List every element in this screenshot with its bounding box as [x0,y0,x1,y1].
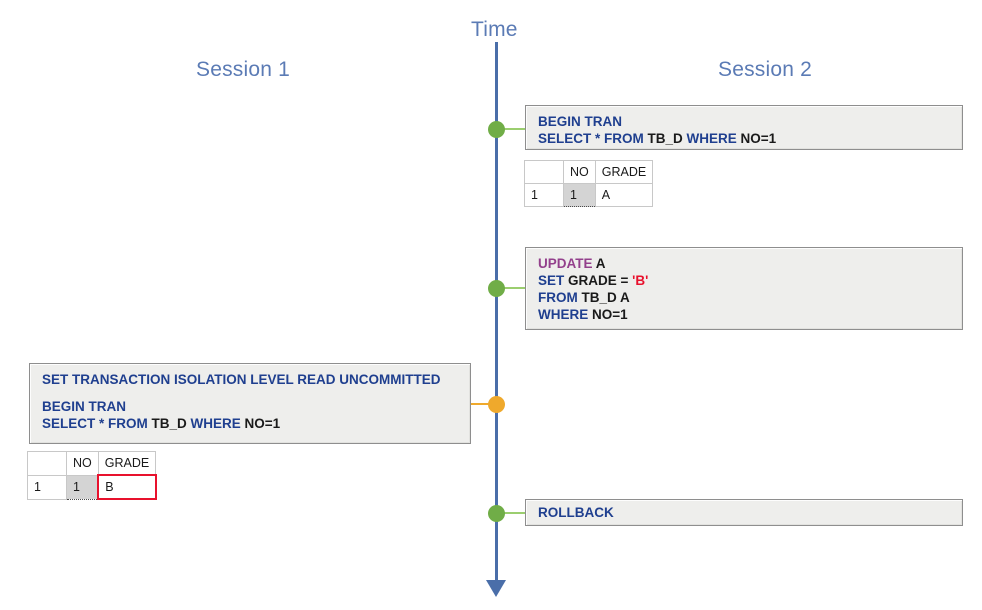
sql-box-session2-step1: BEGIN TRAN SELECT * FROM TB_D WHERE NO=1 [525,105,963,150]
grid-corner [27,451,67,476]
sql-line: SELECT * FROM TB_D WHERE NO=1 [42,416,281,431]
sql-line: SELECT * FROM TB_D WHERE NO=1 [538,131,777,146]
session-1-title: Session 1 [196,58,291,81]
grid-corner [524,160,564,184]
connector-step-4 [503,512,533,514]
sql-line: WHERE NO=1 [538,307,628,322]
session-2-title: Session 2 [718,58,813,81]
sql-box-session2-step4: ROLLBACK [525,499,963,526]
connector-step-2 [503,287,533,289]
sql-line: FROM TB_D A [538,290,630,305]
sql-line: SET GRADE = 'B' [538,273,649,288]
cell-no: 1 [563,183,596,207]
timeline-node-step-4 [488,505,505,522]
sql-line-spacer [42,388,458,398]
sql-line: ROLLBACK [538,505,614,520]
sql-line: SET TRANSACTION ISOLATION LEVEL READ UNC… [42,372,441,387]
cell-grade: B [97,474,157,500]
sql-box-session1-step3: SET TRANSACTION ISOLATION LEVEL READ UNC… [29,363,471,444]
timeline-node-step-1 [488,121,505,138]
timeline-node-step-2 [488,280,505,297]
sql-line: BEGIN TRAN [538,114,622,129]
sql-box-session2-step2: UPDATE A SET GRADE = 'B' FROM TB_D A WHERE … [525,247,963,330]
time-axis-label: Time [471,18,518,41]
sql-line: BEGIN TRAN [42,399,126,414]
timeline-node-step-3 [488,396,505,413]
row-number: 1 [27,474,67,500]
column-header-no: NO [66,451,99,476]
row-number: 1 [524,183,564,207]
cell-grade: A [594,183,654,207]
column-header-grade: GRADE [594,160,654,184]
sql-line: UPDATE A [538,256,606,271]
timeline-axis [495,42,498,587]
column-header-no: NO [563,160,596,184]
cell-no: 1 [66,474,99,500]
timeline-arrow-icon [486,580,506,597]
connector-step-3 [469,403,494,405]
column-header-grade: GRADE [97,451,157,476]
connector-step-1 [503,128,533,130]
